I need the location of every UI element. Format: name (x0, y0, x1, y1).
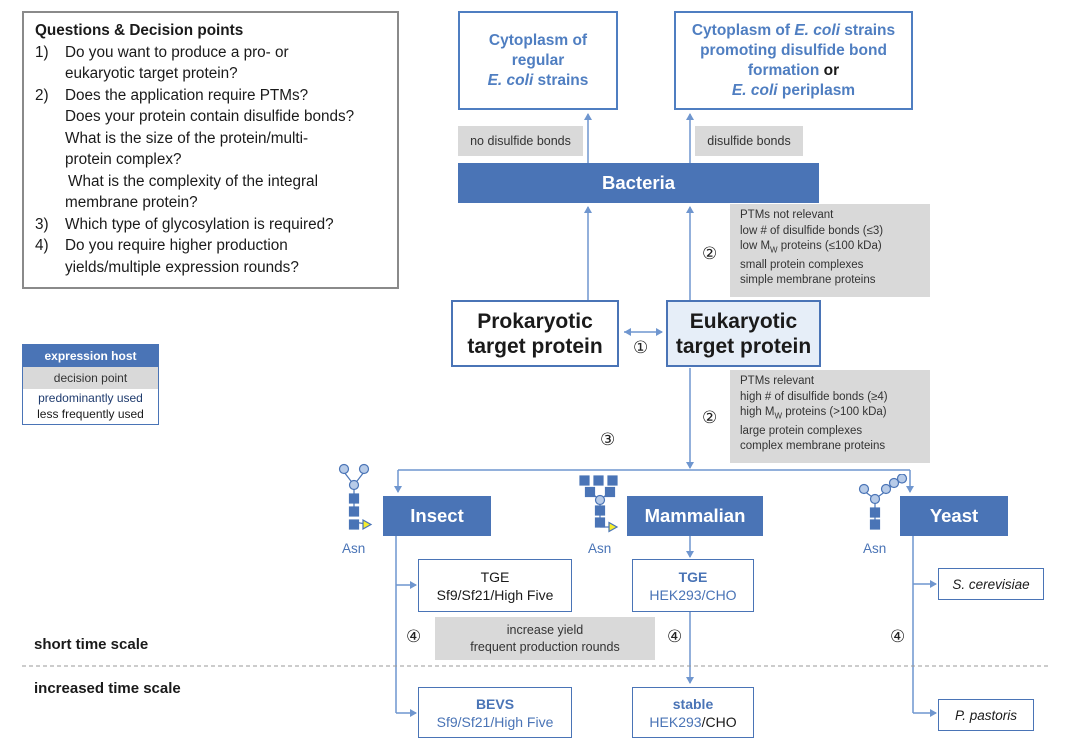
question-2c-cont: membrane protein? (65, 194, 198, 211)
question-2c: What is the complexity of the integral (68, 172, 318, 190)
legend-host: expression host (23, 345, 158, 367)
legend-less: less frequently used (37, 407, 144, 421)
mammalian-tge-option: TGE HEK293/CHO (632, 559, 754, 612)
decision-marker-2-upper: ② (702, 244, 718, 263)
prokaryotic-target-box: Prokaryotic target protein (451, 300, 619, 367)
insect-glycan-icon (338, 463, 373, 531)
host-bacteria: Bacteria (458, 163, 819, 203)
host-yeast: Yeast (900, 496, 1008, 536)
eukaryotic-target-box: Eukaryotic target protein (666, 300, 821, 367)
decision-disulfide: disulfide bonds (695, 126, 803, 156)
legend-decision: decision point (23, 367, 158, 389)
legend-predominant: predominantly used (38, 391, 143, 405)
mammalian-asn-label: Asn (588, 541, 612, 556)
yeast-ppastoris-option: P. pastoris (938, 699, 1034, 731)
decision-marker-4-yeast: ④ (890, 627, 906, 646)
question-2: 2)Does the application require PTMs? (35, 86, 309, 104)
increased-time-scale-label: increased time scale (34, 680, 181, 697)
decision-marker-3: ③ (600, 430, 616, 449)
decision-marker-1: ① (633, 338, 649, 357)
mammalian-stable-option: stable HEK293/CHO (632, 687, 754, 738)
decision-ptms-not-relevant: PTMs not relevant low # of disulfide bon… (730, 204, 930, 297)
insect-bevs-option: BEVS Sf9/Sf21/High Five (418, 687, 572, 738)
question-3: 3)Which type of glycosylation is require… (35, 215, 334, 233)
decision-ptms-relevant: PTMs relevant high # of disulfide bonds … (730, 370, 930, 463)
insect-tge-option: TGE Sf9/Sf21/High Five (418, 559, 572, 612)
dest-regular-ecoli: Cytoplasm of regular E. coli strains (458, 11, 618, 110)
decision-no-disulfide: no disulfide bonds (458, 126, 583, 156)
dest-disulfide-ecoli: Cytoplasm of E. coli strains promoting d… (674, 11, 913, 110)
mammalian-glycan-icon (579, 475, 619, 533)
legend: expression host decision point predomina… (22, 344, 159, 425)
decision-marker-4-insect: ④ (406, 627, 422, 646)
decision-marker-2-lower: ② (702, 408, 718, 427)
decision-increase-yield: increase yield frequent production round… (435, 617, 655, 660)
yeast-asn-label: Asn (863, 541, 887, 556)
host-insect: Insect (383, 496, 491, 536)
decision-marker-4-mammalian: ④ (667, 627, 683, 646)
short-time-scale-label: short time scale (34, 636, 149, 653)
question-2b: Does your protein contain disulfide bond… (65, 108, 355, 168)
yeast-scerevisiae-option: S. cerevisiae (938, 568, 1044, 600)
questions-panel: Questions & Decision points 1)Do you wan… (22, 11, 399, 289)
questions-title: Questions & Decision points (35, 22, 244, 39)
insect-asn-label: Asn (342, 541, 366, 556)
yeast-glycan-icon (858, 474, 908, 530)
host-mammalian: Mammalian (627, 496, 763, 536)
